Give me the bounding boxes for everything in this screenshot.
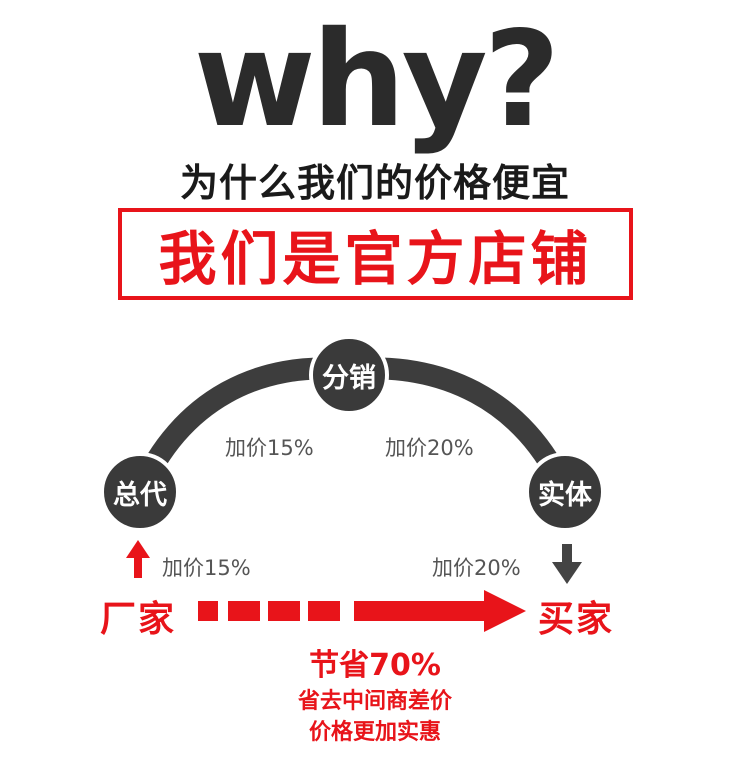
- markup-label-store-to-buyer: 加价20%: [432, 556, 521, 580]
- markup-label-distributor-to-store: 加价20%: [385, 436, 474, 460]
- savings-headline: 节省70%: [309, 648, 441, 683]
- node-physical-store: 实体: [525, 452, 605, 532]
- up-arrow-icon: [126, 540, 150, 578]
- markup-label-factory-to-general: 加价15%: [162, 556, 251, 580]
- why-heading: why?: [193, 3, 561, 157]
- markup-label-general-to-distributor: 加价15%: [225, 436, 314, 460]
- direct-flow-arrow-icon: [198, 590, 526, 632]
- node-distributor: 分销: [309, 335, 389, 415]
- savings-line-1: 省去中间商差价: [297, 689, 452, 714]
- node-physical-store-label: 实体: [538, 479, 592, 511]
- savings-line-2: 价格更加实惠: [308, 720, 441, 745]
- node-general-agent: 总代: [100, 452, 180, 532]
- subtitle: 为什么我们的价格便宜: [179, 161, 570, 205]
- node-general-agent-label: 总代: [113, 479, 167, 511]
- banner-text: 我们是官方店铺: [158, 225, 593, 293]
- down-arrow-icon: [552, 544, 582, 584]
- official-store-banner: 我们是官方店铺: [118, 208, 633, 300]
- node-distributor-label: 分销: [322, 362, 376, 394]
- factory-label: 厂家: [100, 599, 177, 640]
- buyer-label: 买家: [538, 599, 615, 640]
